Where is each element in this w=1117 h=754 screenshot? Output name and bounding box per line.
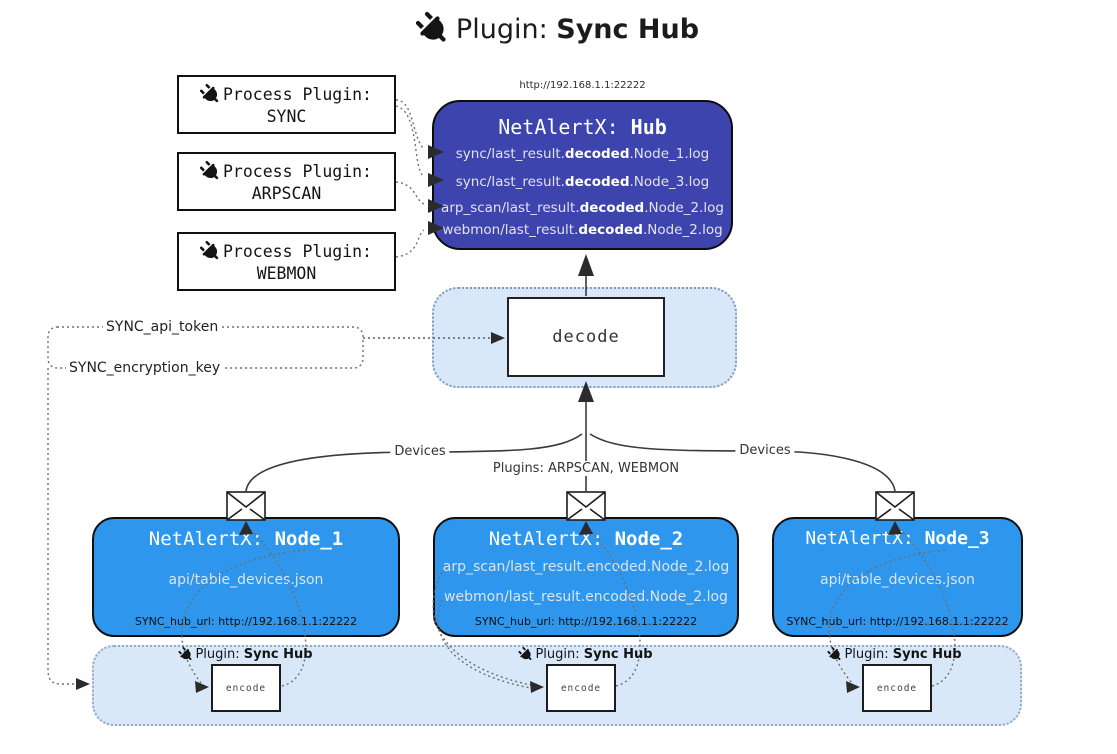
hub-url-label: http://192.168.1.1:22222	[519, 80, 646, 91]
decode-box: decode	[507, 297, 665, 377]
hub-log-line: webmon/last_result.decoded.Node_2.log	[442, 222, 723, 238]
bar-plugin-label: Plugin: Sync Hub	[176, 645, 313, 665]
encode-box-node-2: encode	[546, 664, 616, 712]
plug-icon	[410, 6, 455, 51]
node-file: arp_scan/last_result.encoded.Node_2.log	[442, 559, 730, 575]
edge-label-devices-right: Devices	[735, 443, 795, 458]
node-file: api/table_devices.json	[168, 572, 324, 588]
node-box-node-3: NetAlertX: Node_3 api/table_devices.json…	[772, 517, 1023, 637]
envelope-icon-node-3	[875, 491, 915, 521]
hub-box: NetAlertX: Hub sync/last_result.decoded.…	[432, 100, 733, 250]
plug-icon	[196, 80, 224, 108]
envelope-icon-node-1	[226, 491, 266, 521]
node-hub-url: SYNC_hub_url: http://192.168.1.1:22222	[474, 615, 698, 628]
page-title-name: Sync Hub	[556, 13, 700, 45]
sync-api-token-label: SYNC_api_token	[103, 319, 222, 335]
bar-plugin-label: Plugin: Sync Hub	[516, 645, 653, 665]
hub-log-line: sync/last_result.decoded.Node_1.log	[455, 146, 710, 162]
plug-icon	[176, 645, 196, 665]
page-title: Plugin: Sync Hub	[0, 12, 1117, 46]
process-plugin-name: ARPSCAN	[251, 183, 322, 203]
encode-box-node-3: encode	[862, 664, 932, 712]
plug-icon	[516, 645, 536, 665]
node-title: NetAlertX: Node_3	[805, 528, 990, 549]
plug-icon	[196, 157, 224, 185]
process-plugin-name: SYNC	[266, 106, 307, 126]
node-file: webmon/last_result.encoded.Node_2.log	[444, 589, 728, 605]
node-title: NetAlertX: Node_2	[488, 528, 684, 550]
hub-log-line: arp_scan/last_result.decoded.Node_2.log	[441, 200, 724, 216]
plug-icon	[196, 237, 224, 265]
hub-title: NetAlertX: Hub	[434, 115, 731, 139]
process-plugin-label: Process Plugin:	[222, 84, 372, 104]
node-file: api/table_devices.json	[820, 572, 975, 588]
process-plugin-box-sync: Process Plugin: SYNC	[177, 75, 396, 134]
process-plugin-label: Process Plugin:	[222, 161, 372, 181]
process-plugin-connectors	[395, 99, 425, 258]
plug-icon	[825, 645, 845, 665]
edge-label-plugins: Plugins: ARPSCAN, WEBMON	[488, 461, 684, 476]
process-plugin-box-arpscan: Process Plugin: ARPSCAN	[177, 152, 396, 211]
node-box-node-1: NetAlertX: Node_1 api/table_devices.json…	[92, 517, 400, 637]
process-plugin-box-webmon: Process Plugin: WEBMON	[177, 232, 396, 291]
envelope-icon-node-2	[566, 491, 606, 521]
hub-title-prefix: NetAlertX:	[498, 115, 631, 139]
edge-label-devices-left: Devices	[390, 444, 450, 459]
hub-title-name: Hub	[630, 115, 667, 139]
bar-plugin-label: Plugin: Sync Hub	[825, 645, 962, 665]
encode-box-node-1: encode	[211, 664, 281, 712]
hub-log-line: sync/last_result.decoded.Node_3.log	[455, 174, 710, 190]
process-plugin-name: WEBMON	[256, 263, 317, 283]
node-hub-url: SYNC_hub_url: http://192.168.1.1:22222	[786, 615, 1009, 628]
node-box-node-2: NetAlertX: Node_2 arp_scan/last_result.e…	[433, 517, 739, 637]
node-title: NetAlertX: Node_1	[148, 528, 344, 550]
process-plugin-label: Process Plugin:	[222, 241, 372, 261]
node-hub-url: SYNC_hub_url: http://192.168.1.1:22222	[134, 615, 358, 628]
page-title-prefix: Plugin:	[455, 13, 557, 45]
sync-encryption-key-label: SYNC_encryption_key	[66, 360, 224, 376]
